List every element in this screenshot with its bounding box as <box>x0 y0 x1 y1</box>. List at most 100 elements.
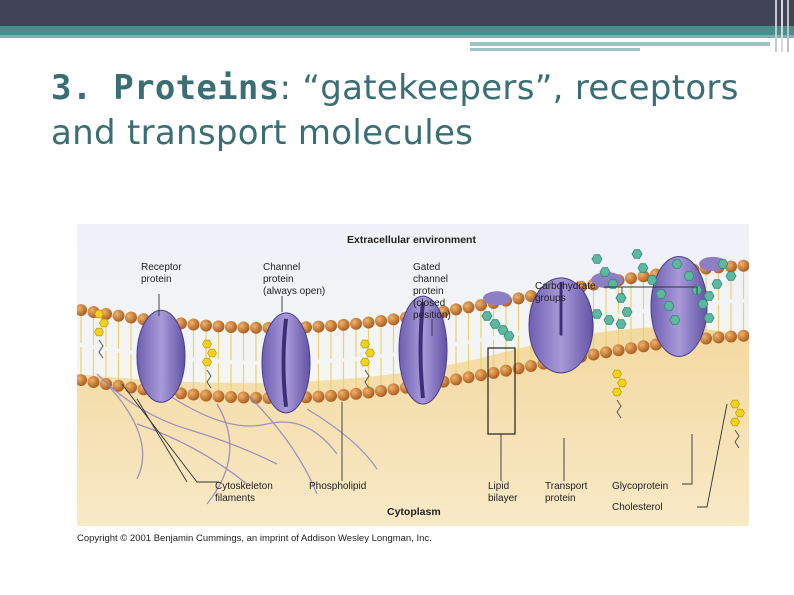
cholesterol-ring <box>365 348 375 358</box>
receptor-protein-shape <box>136 309 186 403</box>
lipid-head <box>637 340 650 353</box>
cholesterol-label: Cholesterol <box>612 502 663 513</box>
lipid-head <box>525 360 537 373</box>
carbohydrate-unit <box>646 275 658 285</box>
lipid-head <box>77 304 87 317</box>
lipid-head <box>125 311 137 324</box>
extracellular-label: Extracellular environment <box>347 234 476 246</box>
lipid-head <box>312 390 325 403</box>
cholesterol-tail <box>206 369 212 389</box>
cholesterol-ring <box>735 408 745 418</box>
lipid-head <box>200 319 212 332</box>
cytoskeleton-filaments-art <box>96 373 378 505</box>
lipid-head <box>387 383 400 396</box>
cholesterol-tail <box>616 399 622 419</box>
cholesterol-ring <box>612 387 622 397</box>
lipid-head <box>612 344 625 357</box>
carbohydrate-unit <box>591 254 603 264</box>
cholesterol-ring <box>202 339 212 349</box>
cytoskeleton-label: Cytoskeleton filaments <box>215 481 273 504</box>
carbohydrate-unit <box>663 301 675 311</box>
transport-protein-label: Transport protein <box>545 481 588 504</box>
carbohydrate-unit <box>703 291 715 301</box>
lipid-head <box>312 320 325 333</box>
lipid-head <box>125 381 137 394</box>
lipid-head <box>237 391 250 404</box>
header-stripe <box>0 26 794 35</box>
cholesterol-ring <box>94 309 104 319</box>
cholesterol-tail <box>98 339 104 359</box>
cholesterol-tail <box>364 369 370 389</box>
lipid-head <box>625 342 637 355</box>
lipid-bilayer-label: Lipid bilayer <box>488 481 518 504</box>
copyright-text: Copyright © 2001 Benjamin Cummings, an i… <box>77 533 432 544</box>
channel-protein-shape <box>261 312 311 414</box>
channel-pore <box>281 318 288 408</box>
lipid-head <box>250 321 262 334</box>
carbohydrate-unit <box>655 289 667 299</box>
lipid-head <box>337 388 350 401</box>
slide-title: 3. Proteins: “gatekeepers”, receptors an… <box>51 66 781 156</box>
carbohydrate-unit <box>615 293 627 303</box>
carbohydrate-unit <box>703 313 715 323</box>
cholesterol-ring <box>612 369 622 379</box>
lipid-head <box>700 332 712 345</box>
lipid-head <box>100 307 112 320</box>
carbohydrate-unit <box>599 267 611 277</box>
cholesterol-tail <box>734 429 740 449</box>
membrane-diagram: Extracellular environment Receptor prote… <box>77 224 749 526</box>
lipid-head <box>712 331 725 344</box>
lipid-bilayer-box <box>487 347 516 435</box>
lipid-head <box>362 316 375 329</box>
channel-protein-label: Channel protein (always open) <box>263 262 326 297</box>
lipid-head <box>737 329 749 342</box>
lipid-head <box>325 319 337 332</box>
cholesterol-ring <box>730 399 740 409</box>
lipid-head <box>500 364 512 377</box>
gated-channel-shape <box>398 295 448 405</box>
accent-line <box>470 42 770 46</box>
lipid-head <box>362 386 375 399</box>
accent-line <box>470 48 640 51</box>
carbohydrate-unit <box>697 299 709 309</box>
cholesterol-ring <box>617 378 627 388</box>
title-rest: : “gatekeepers”, receptors and transport… <box>51 68 739 153</box>
cytoplasm-region <box>77 327 749 526</box>
lipid-head <box>737 259 749 272</box>
lipid-head <box>187 388 200 401</box>
carbohydrate-unit <box>607 279 619 289</box>
lipid-head <box>337 318 350 331</box>
leader-lines <box>121 286 728 508</box>
carbohydrate-unit <box>489 319 501 329</box>
corner-decoration <box>775 0 789 52</box>
lipid-head <box>225 321 237 334</box>
cholesterol-ring <box>94 327 104 337</box>
lipid-head <box>450 373 462 386</box>
cholesterol-ring <box>730 417 740 427</box>
carbohydrate-unit <box>481 311 493 321</box>
gated-channel-label: Gated channel protein (closed position) <box>413 262 451 321</box>
lipid-head <box>475 299 487 312</box>
lipid-head <box>175 387 187 400</box>
cytoplasm-label: Cytoplasm <box>387 506 441 518</box>
lipid-head <box>112 379 125 392</box>
lipid-head <box>112 309 125 322</box>
header-bar <box>0 0 794 26</box>
lipid-head <box>350 317 362 330</box>
carbohydrate-unit <box>711 279 723 289</box>
lipid-head <box>475 369 487 382</box>
phospholipid-label: Phospholipid <box>309 481 367 492</box>
lipid-head <box>487 366 500 379</box>
cholesterol-ring <box>360 357 370 367</box>
lipid-head <box>625 272 637 285</box>
lipid-head <box>450 303 462 316</box>
carbohydrate-chains <box>481 249 737 341</box>
cholesterol-molecules <box>94 309 745 449</box>
cholesterol-ring <box>360 339 370 349</box>
carbohydrate-unit <box>725 271 737 281</box>
carbohydrate-unit <box>615 319 627 329</box>
carbohydrate-unit <box>669 315 681 325</box>
glycoprotein-shape <box>650 255 708 357</box>
lipid-head <box>725 330 737 343</box>
lipid-head <box>387 313 400 326</box>
